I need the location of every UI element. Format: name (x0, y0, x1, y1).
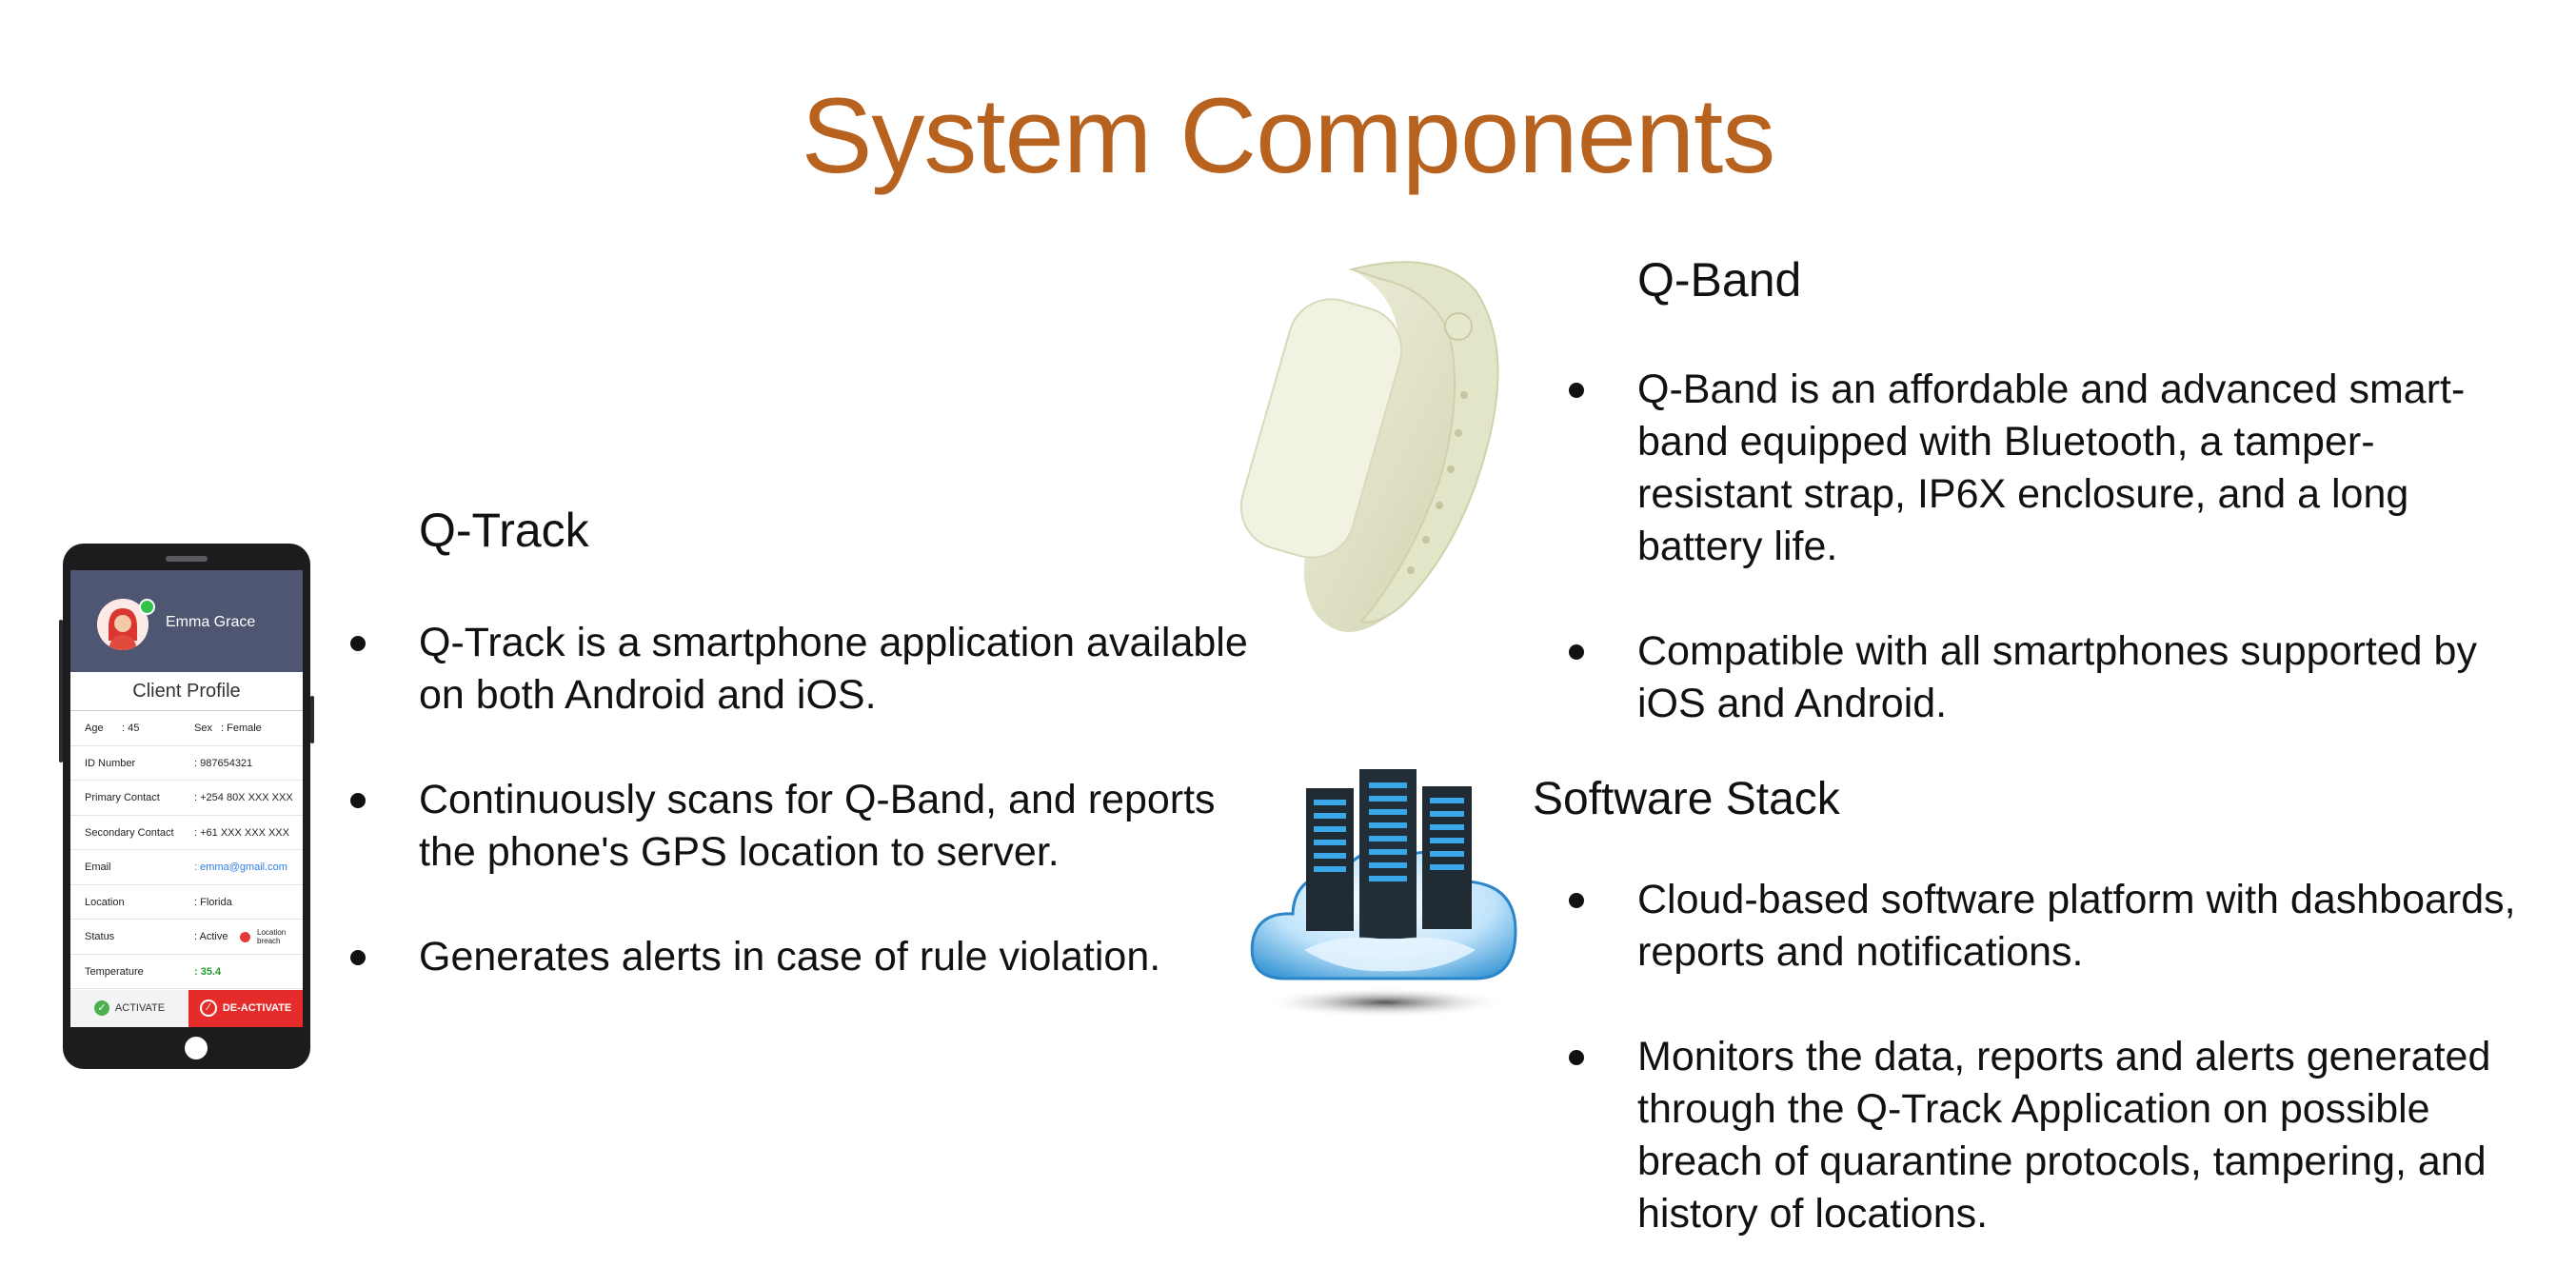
block-icon: ⁄ (199, 1000, 217, 1018)
qtrack-heading: Q-Track (419, 504, 589, 557)
list-item: Monitors the data, reports and alerts ge… (1569, 1031, 2532, 1240)
check-icon: ✓ (93, 1000, 109, 1017)
row-value: : +61 XXX XXX XXX (194, 826, 289, 839)
qband-bullets: Q-Band is an affordable and advanced sma… (1569, 364, 2523, 730)
phone-mockup: Emma Grace Client Profile Age : 45 Sex :… (59, 544, 314, 1069)
breach-alert-dot (240, 932, 250, 942)
profile-title: Client Profile (70, 672, 303, 711)
email-link[interactable]: : emma@gmail.com (194, 861, 287, 873)
list-item: Continuously scans for Q-Band, and repor… (350, 774, 1257, 879)
profile-header: Emma Grace (70, 570, 303, 672)
phone-speaker (166, 556, 208, 562)
phone-side-button (59, 620, 63, 762)
row-value: : 987654321 (194, 757, 253, 769)
age-label: Age (85, 723, 104, 734)
activate-button[interactable]: ✓ ACTIVATE (70, 990, 188, 1027)
row-value: : +254 80X XXX XXX (194, 792, 293, 803)
user-name: Emma Grace (166, 614, 256, 630)
online-status-dot (139, 599, 155, 615)
sex-label: Sex (194, 723, 212, 734)
list-item: Cloud-based software platform with dashb… (1569, 874, 2532, 979)
phone-screen: Emma Grace Client Profile Age : 45 Sex :… (70, 570, 303, 1027)
row-label: Secondary Contact (85, 826, 174, 839)
user-avatar-icon (97, 599, 149, 650)
home-button (185, 1037, 208, 1059)
row-value: : Florida (194, 896, 232, 908)
qtrack-bullets: Q-Track is a smartphone application avai… (350, 617, 1257, 983)
profile-row-temperature: Temperature : 35.4 (70, 955, 303, 989)
activate-label: ACTIVATE (114, 1002, 166, 1014)
temperature-value: : 35.4 (194, 965, 222, 978)
smart-band-image (1239, 261, 1499, 632)
profile-row: Secondary Contact : +61 XXX XXX XXX (70, 816, 303, 850)
qband-heading: Q-Band (1637, 253, 1802, 307)
profile-row: ID Number : 987654321 (70, 746, 303, 781)
cloud-server-image (1250, 769, 1517, 1018)
server-rack-icon (1306, 769, 1472, 939)
software-bullets: Cloud-based software platform with dashb… (1569, 874, 2532, 1240)
row-label: Location (85, 896, 125, 908)
deactivate-label: DE-ACTIVATE (222, 1002, 292, 1014)
profile-row-status: Status : Active Location breach (70, 920, 303, 955)
age-value: : 45 (122, 723, 140, 734)
row-label: ID Number (85, 757, 136, 769)
phone-side-button (310, 696, 314, 743)
list-item: Q-Track is a smartphone application avai… (350, 617, 1257, 722)
row-label: Email (85, 861, 111, 873)
row-label: Primary Contact (85, 792, 160, 803)
status-value: : Active (194, 931, 228, 942)
status-label: Status (85, 931, 115, 942)
list-item: Compatible with all smartphones supporte… (1569, 625, 2523, 730)
action-bar: ✓ ACTIVATE ⁄ DE-ACTIVATE (70, 990, 303, 1027)
page-title: System Components (801, 76, 1776, 195)
software-heading: Software Stack (1533, 774, 1840, 824)
profile-row: Primary Contact : +254 80X XXX XXX (70, 781, 303, 816)
list-item: Q-Band is an affordable and advanced sma… (1569, 364, 2523, 573)
deactivate-button[interactable]: ⁄ DE-ACTIVATE (188, 990, 303, 1027)
profile-row: Email : emma@gmail.com (70, 850, 303, 885)
profile-row-age-sex: Age : 45 Sex : Female (70, 711, 303, 746)
sex-value: : Female (221, 723, 262, 734)
profile-row: Location : Florida (70, 885, 303, 920)
temperature-label: Temperature (85, 965, 144, 978)
location-breach-label: Location breach (257, 928, 287, 945)
list-item: Generates alerts in case of rule violati… (350, 931, 1257, 983)
